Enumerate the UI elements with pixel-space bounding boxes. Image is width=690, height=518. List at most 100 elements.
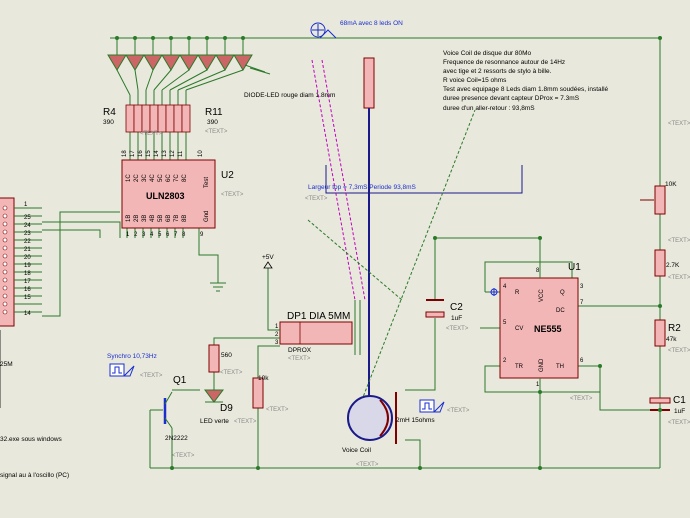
r2-ref: R2 <box>668 323 681 334</box>
text-placeholder: <TEXT> <box>234 419 257 425</box>
pin-number: 18 <box>24 271 31 277</box>
pin-name: 8B <box>182 215 188 222</box>
pin-number: 14 <box>24 311 31 317</box>
r11-ref: R11 <box>205 107 223 118</box>
pin-name: TR <box>515 364 524 370</box>
q1-transistor <box>163 391 173 429</box>
supply-label: +5V <box>262 254 274 261</box>
pin-number: 16 <box>24 287 31 293</box>
timing-note: Largeur top = 7,3mS Periode 93,8mS <box>308 184 417 191</box>
led-verte-label: LED verte <box>200 418 229 425</box>
text-placeholder: <TEXT> <box>668 420 690 426</box>
u2-ref: U2 <box>221 170 234 181</box>
description-line: Test avec equipage 8 Leds diam 1.8mm sou… <box>443 86 609 93</box>
text-placeholder: <TEXT> <box>668 348 690 354</box>
r10k-top-value: 10K <box>665 181 677 188</box>
text-placeholder: <TEXT> <box>172 453 195 459</box>
description-line: Voice Coil de disque dur 80Mo <box>443 50 532 57</box>
pin-number: 25 <box>24 215 31 221</box>
pin-name: GND <box>539 358 545 372</box>
pin-number: 2 <box>134 232 138 238</box>
ne555-part: NE555 <box>534 324 562 334</box>
pin-number: 8 <box>182 232 186 238</box>
pin-number: 22 <box>24 239 31 245</box>
resistor-2k7 <box>654 249 666 277</box>
pin-number: 15 <box>146 150 152 157</box>
left-note-1: 32.exe sous windows <box>0 436 63 443</box>
pin-number: 10 <box>198 150 204 157</box>
r11-value: 390 <box>207 119 218 126</box>
pin-number: 7 <box>174 232 178 238</box>
text-placeholder: <TEXT> <box>266 407 289 413</box>
dp1-ref: DP1 DIA 5MM <box>287 311 350 322</box>
pin-number: 5 <box>158 232 162 238</box>
pin-number: 3 <box>275 340 279 346</box>
u1-ref: U1 <box>568 262 581 273</box>
current-note: 68mA avec 8 leds ON <box>340 20 403 27</box>
coil-spec: 2mH 15ohms <box>396 417 435 424</box>
pin-number: 19 <box>24 263 31 269</box>
diode-led-label: DIODE-LED rouge diam 1.8mm <box>244 92 335 99</box>
r560-value: 560 <box>221 352 232 359</box>
pin-name: 5B <box>158 215 164 222</box>
pin-name: 1B <box>126 215 132 222</box>
q1-part: 2N2222 <box>165 435 188 442</box>
text-placeholder: <TEXT> <box>140 131 163 137</box>
pin-number: 2 <box>275 332 279 338</box>
synchro-probe-icon <box>109 363 135 377</box>
q1-ref: Q1 <box>173 375 187 386</box>
pin-number: 17 <box>130 150 136 157</box>
pin-number: 12 <box>170 150 176 157</box>
text-placeholder: <TEXT> <box>221 192 244 198</box>
pin-number: 14 <box>154 150 160 157</box>
pin-number: 2 <box>503 358 507 364</box>
wires <box>42 37 661 469</box>
pin-number: 8 <box>536 268 540 274</box>
pin-name: Test <box>204 177 210 188</box>
text-placeholder: <TEXT> <box>288 356 311 362</box>
ground-icon <box>210 282 226 292</box>
resistor-r2 <box>654 319 666 347</box>
left-note-2: signal au à l'oscillo (PC) <box>0 472 69 479</box>
pin-number: 16 <box>138 150 144 157</box>
text-placeholder: <TEXT> <box>447 408 470 414</box>
pin-name: 3C <box>142 174 148 182</box>
pin-name: Q <box>560 290 565 296</box>
description-line: duree d'un aller-retour : 93,8mS <box>443 105 535 112</box>
pin-name: Gnd <box>204 211 210 222</box>
pin-number: 1 <box>24 202 28 208</box>
pin-name: TH <box>556 364 564 370</box>
voice-coil-icon <box>347 392 397 444</box>
description-line: Frequence de resonnance autour de 14Hz <box>443 59 565 66</box>
coil-probe-icon <box>419 399 445 413</box>
c1-value: 1uF <box>674 408 685 415</box>
r4-ref: R4 <box>103 107 116 118</box>
text-placeholder: <TEXT> <box>205 129 228 135</box>
r10k-mid-value: 10k <box>258 375 269 382</box>
pin-name: 6C <box>166 174 172 182</box>
pin-name: 2B <box>134 215 140 222</box>
pin-number: 4 <box>150 232 154 238</box>
pin-name: R <box>515 290 520 296</box>
pin-name: VCC <box>539 289 545 302</box>
pin-number: 4 <box>503 284 507 290</box>
dprox-part: DPROX <box>288 347 312 354</box>
ne555-chip: NE555 R CV TR 4 5 2 Q DC TH 3 7 6 VCC 8 … <box>499 268 584 388</box>
description-line: avec tige et 2 ressorts de stylo à bille… <box>443 68 552 75</box>
pin-number: 20 <box>24 255 31 261</box>
c1-ref: C1 <box>673 395 686 406</box>
description-line: duree presence devant capteur DProx = 7.… <box>443 95 580 102</box>
led-pendulum <box>307 57 523 430</box>
r4-value: 390 <box>103 119 114 126</box>
resistor-pack <box>125 104 191 133</box>
ammeter-probe-icon <box>310 22 337 39</box>
pin-number: 11 <box>178 150 184 157</box>
text-placeholder: <TEXT> <box>668 275 690 281</box>
text-placeholder: <TEXT> <box>305 196 328 202</box>
junction-dots <box>170 236 662 470</box>
db25-connector <box>0 197 15 327</box>
description-line: R voice Coil=15 ohms <box>443 77 507 84</box>
r2k7-value: 2.7K <box>666 262 680 269</box>
pin-number: 24 <box>24 223 31 229</box>
